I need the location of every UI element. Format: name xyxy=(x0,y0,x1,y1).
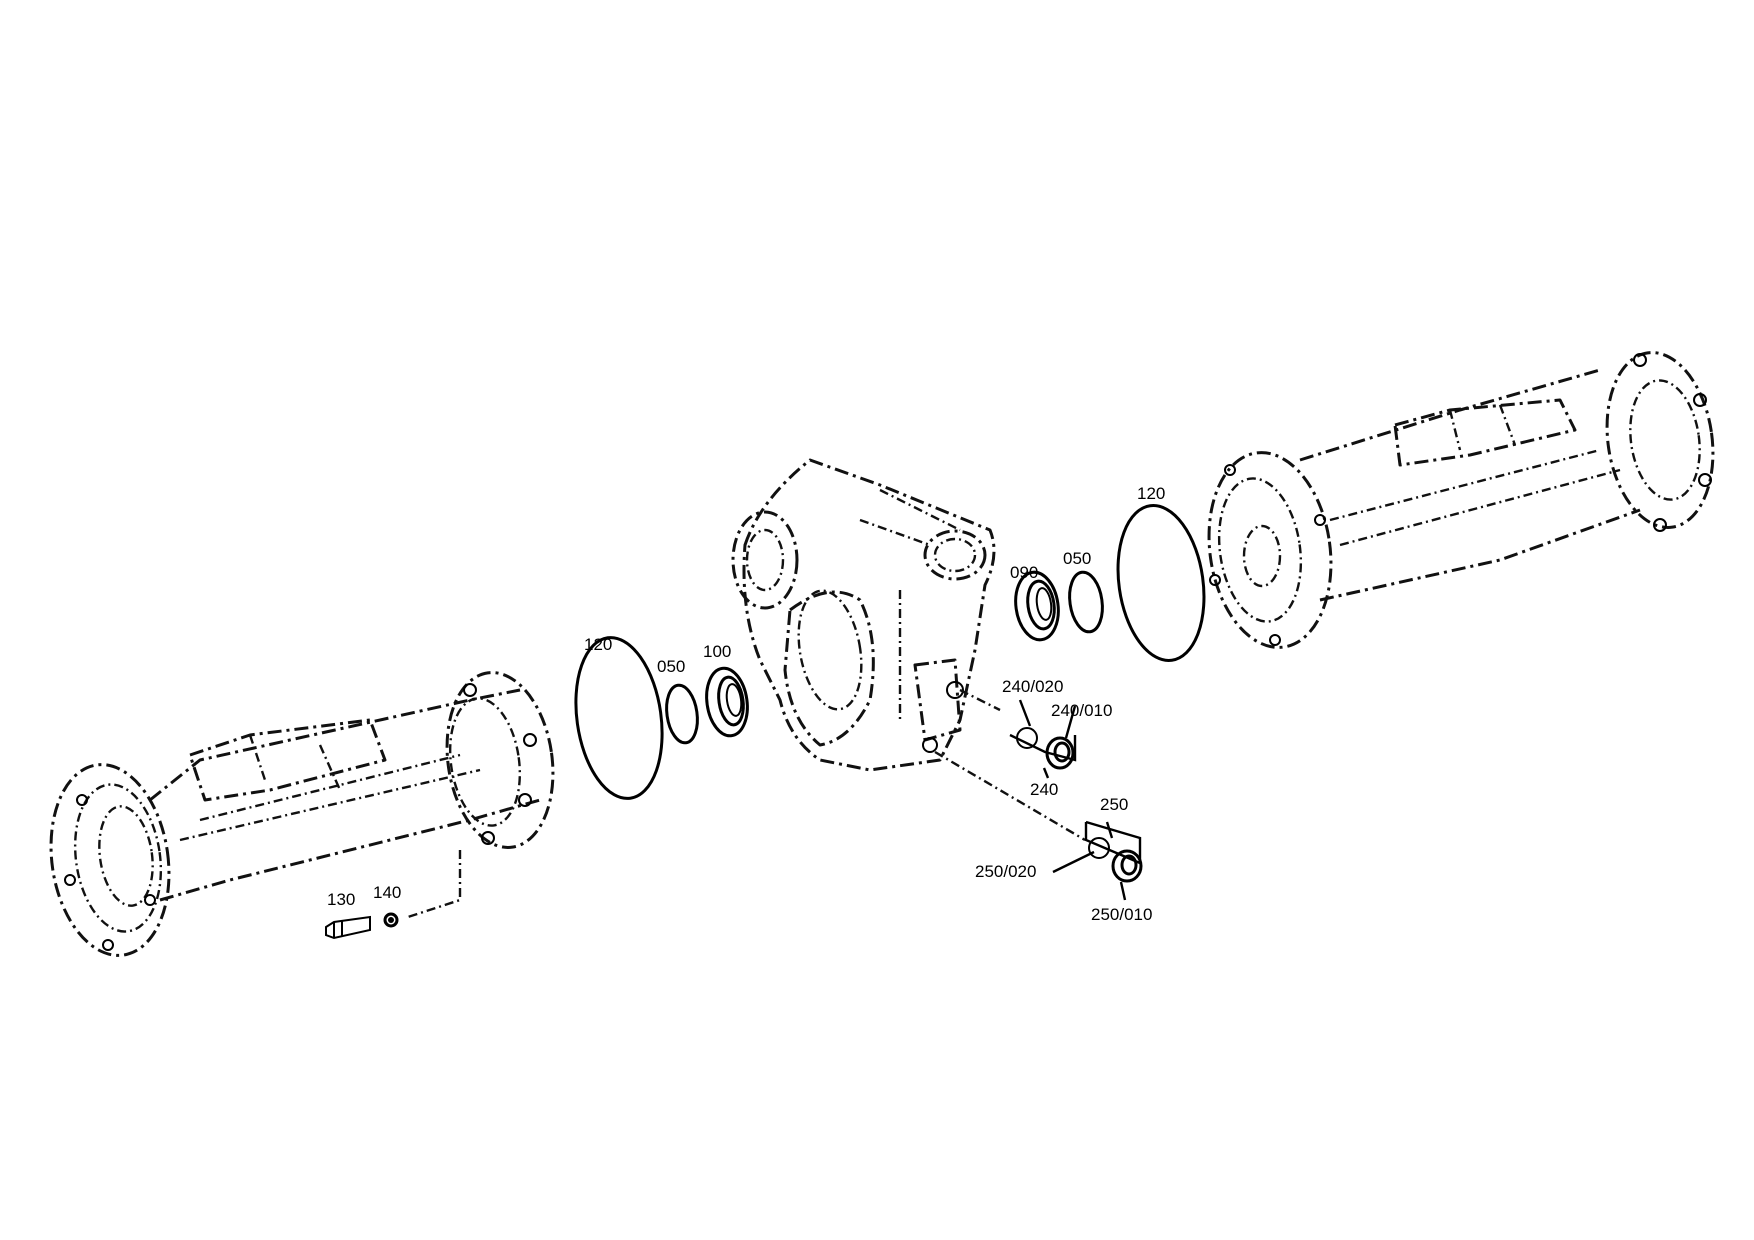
callout-120-left: 120 xyxy=(584,635,612,654)
left-axle-housing xyxy=(49,671,555,957)
callout-240: 240 xyxy=(1030,780,1058,799)
plug-assembly-250 xyxy=(1084,820,1143,883)
right-o-ring-120 xyxy=(1116,504,1206,662)
callout-120-right: 120 xyxy=(1137,484,1165,503)
left-shaft-seal-100 xyxy=(705,666,749,738)
callout-140: 140 xyxy=(373,883,401,902)
callout-240-010: 240/010 xyxy=(1051,701,1112,720)
callout-050-right: 050 xyxy=(1063,549,1091,568)
plug-assembly-240 xyxy=(1009,727,1077,770)
callout-130: 130 xyxy=(327,890,355,909)
leader-lines xyxy=(1018,699,1127,901)
left-o-ring-120 xyxy=(574,636,664,800)
callout-240-020: 240/020 xyxy=(1002,677,1063,696)
callout-250-020: 250/020 xyxy=(975,862,1036,881)
right-axle-housing xyxy=(1207,351,1715,649)
callout-090: 090 xyxy=(1010,563,1038,582)
lock-ring-140 xyxy=(383,912,399,928)
right-ring-050 xyxy=(1068,570,1104,634)
hex-screw-130 xyxy=(325,915,371,940)
callout-250-010: 250/010 xyxy=(1091,905,1152,924)
right-shaft-seal-090 xyxy=(1014,570,1060,642)
callout-050-left: 050 xyxy=(657,657,685,676)
center-differential-housing xyxy=(731,458,1086,842)
left-ring-050 xyxy=(665,683,699,745)
callout-250: 250 xyxy=(1100,795,1128,814)
callout-100: 100 xyxy=(703,642,731,661)
